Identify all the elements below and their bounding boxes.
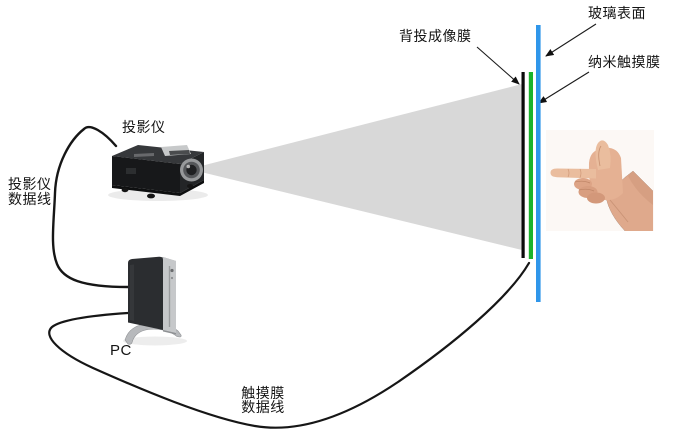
pointing-hand-illustration xyxy=(546,130,654,231)
touch-cable-label-line1: 触摸膜 xyxy=(241,385,285,401)
projector-cable-label: 投影仪 数据线 xyxy=(8,177,52,207)
touch-film-data-cable xyxy=(48,261,531,429)
arrow-to-glass-surface xyxy=(545,23,597,57)
projector-cable-label-line2: 数据线 xyxy=(8,191,52,207)
nano-touch-film-label: 纳米触摸膜 xyxy=(588,54,661,70)
light-cone xyxy=(201,84,522,250)
touch-film-line xyxy=(528,72,533,259)
touch-cable-label: 触摸膜 数据线 xyxy=(236,386,290,414)
glass-surface-label: 玻璃表面 xyxy=(588,5,646,21)
projector-label: 投影仪 xyxy=(122,119,166,135)
pc-illustration xyxy=(123,256,187,346)
touch-cable-label-line2: 数据线 xyxy=(241,399,285,415)
imaging-film-line xyxy=(521,72,525,258)
arrow-to-imaging-film xyxy=(476,46,520,85)
projector-data-cable xyxy=(51,125,130,289)
projector-cable-label-line1: 投影仪 xyxy=(8,176,52,192)
pc-label: PC xyxy=(110,342,132,359)
arrow-to-nano-touch-film xyxy=(538,71,590,104)
imaging-film-label: 背投成像膜 xyxy=(399,28,472,44)
projector-illustration xyxy=(108,145,208,201)
glass-surface-line xyxy=(536,25,541,302)
